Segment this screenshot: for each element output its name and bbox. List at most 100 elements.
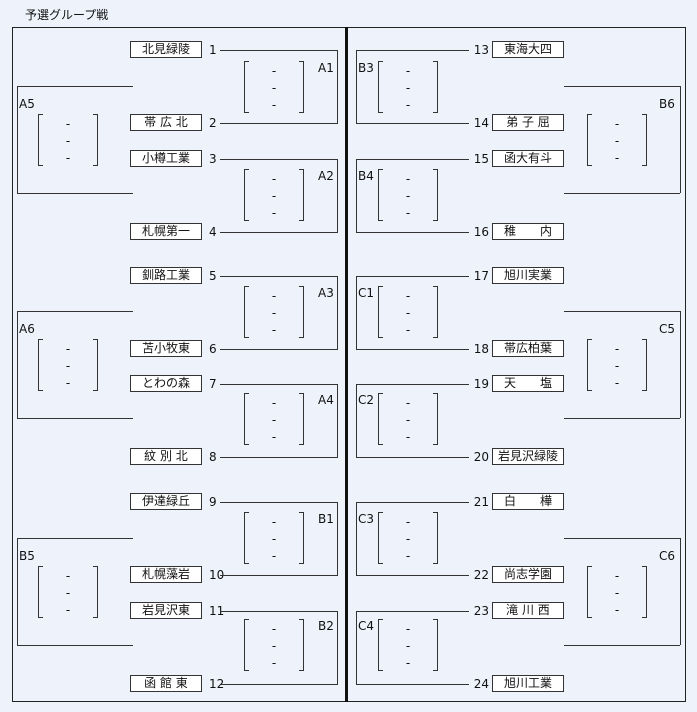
bracket-right-edge: [93, 566, 98, 618]
group-connector: [17, 311, 18, 418]
team-name-box[interactable]: 帯広柏葉: [492, 340, 564, 357]
team-name-box[interactable]: 弟 子 屈: [492, 114, 564, 131]
score-bracket: ---: [244, 619, 304, 671]
bracket-left-edge: [38, 114, 43, 166]
connector-line: [220, 349, 338, 350]
team-name-box[interactable]: 旭川工業: [492, 675, 564, 692]
group-connector: [17, 645, 133, 646]
connector-line: [220, 276, 338, 277]
team-name-box[interactable]: 岩見沢東: [130, 602, 202, 619]
score-value: -: [271, 98, 277, 112]
team-name-box[interactable]: 旭川実業: [492, 267, 564, 284]
connector-line: [356, 159, 469, 160]
team-name-box[interactable]: 紋 別 北: [130, 448, 202, 465]
score-value: -: [405, 81, 411, 95]
connector-line: [356, 575, 469, 576]
group-connector: [680, 311, 681, 418]
team-name-box[interactable]: 札幌藻岩: [130, 566, 202, 583]
team-name-box[interactable]: 北見緑陵: [130, 41, 202, 58]
bracket-left-edge: [587, 114, 592, 166]
score-value: -: [271, 413, 277, 427]
connector-line: [220, 457, 338, 458]
team-name-box[interactable]: 札幌第一: [130, 223, 202, 240]
score-value: -: [271, 64, 277, 78]
bracket-left-edge: [244, 512, 249, 564]
score-value: -: [614, 342, 620, 356]
team-name-box[interactable]: 天 塩: [492, 375, 564, 392]
group-connector: [17, 311, 133, 312]
bracket-right-edge: [642, 339, 647, 391]
seed-number: 22: [473, 568, 489, 582]
score-bracket: ---: [587, 566, 647, 618]
seed-number: 17: [473, 269, 489, 283]
seed-number: 16: [473, 225, 489, 239]
team-name-box[interactable]: 釧路工業: [130, 267, 202, 284]
score-bracket: ---: [38, 339, 98, 391]
team-name-box[interactable]: 白 樺: [492, 493, 564, 510]
score-value: -: [271, 172, 277, 186]
connector-line: [356, 384, 469, 385]
bracket-right-edge: [433, 286, 438, 338]
connector-line: [220, 575, 338, 576]
bracket-left-edge: [378, 393, 383, 445]
connector-line: [220, 611, 338, 612]
round1-connector: [337, 384, 338, 457]
score-value: -: [614, 359, 620, 373]
match-label: C5: [659, 322, 676, 336]
seed-number: 1: [209, 43, 217, 57]
group-connector: [680, 86, 681, 193]
team-name-box[interactable]: 東海大四: [492, 41, 564, 58]
score-value: -: [614, 117, 620, 131]
team-name-box[interactable]: 小樽工業: [130, 150, 202, 167]
score-value: -: [405, 289, 411, 303]
match-label: A3: [318, 286, 334, 300]
score-value: -: [405, 64, 411, 78]
team-name-box[interactable]: 伊達緑丘: [130, 493, 202, 510]
score-value: -: [271, 515, 277, 529]
score-bracket: ---: [244, 512, 304, 564]
match-label: A6: [19, 322, 35, 336]
score-value: -: [271, 189, 277, 203]
score-value: -: [65, 603, 71, 617]
group-connector: [17, 193, 133, 194]
team-name-box[interactable]: とわの森: [130, 375, 202, 392]
team-name-box[interactable]: 苫小牧東: [130, 340, 202, 357]
score-value: -: [405, 172, 411, 186]
bracket-left-edge: [38, 566, 43, 618]
score-value: -: [405, 515, 411, 529]
connector-line: [220, 232, 338, 233]
group-connector: [564, 645, 680, 646]
bracket-right-edge: [93, 114, 98, 166]
connector-line: [220, 159, 338, 160]
score-bracket: ---: [244, 169, 304, 221]
team-name-box[interactable]: 岩見沢緑陵: [492, 448, 564, 465]
score-bracket: ---: [244, 286, 304, 338]
team-name-box[interactable]: 稚 内: [492, 223, 564, 240]
match-label: A4: [318, 393, 334, 407]
group-connector: [564, 193, 680, 194]
group-connector: [17, 86, 133, 87]
team-name-box[interactable]: 函大有斗: [492, 150, 564, 167]
team-name-box[interactable]: 滝 川 西: [492, 602, 564, 619]
bracket-frame: [12, 27, 686, 702]
team-name-box[interactable]: 函 館 東: [130, 675, 202, 692]
score-value: -: [271, 639, 277, 653]
team-name-box[interactable]: 帯 広 北: [130, 114, 202, 131]
bracket-right-edge: [433, 512, 438, 564]
score-bracket: ---: [378, 169, 438, 221]
connector-line: [356, 123, 469, 124]
seed-number: 11: [209, 604, 225, 618]
connector-line: [220, 384, 338, 385]
round1-connector: [356, 276, 357, 349]
score-value: -: [65, 376, 71, 390]
bracket-right-edge: [299, 286, 304, 338]
score-bracket: ---: [244, 61, 304, 113]
score-value: -: [614, 134, 620, 148]
seed-number: 24: [473, 677, 489, 691]
score-value: -: [614, 603, 620, 617]
score-value: -: [271, 306, 277, 320]
page-title: 予選グループ戦: [25, 8, 109, 22]
seed-number: 6: [209, 342, 217, 356]
team-name-box[interactable]: 尚志学園: [492, 566, 564, 583]
bracket-left-edge: [378, 286, 383, 338]
